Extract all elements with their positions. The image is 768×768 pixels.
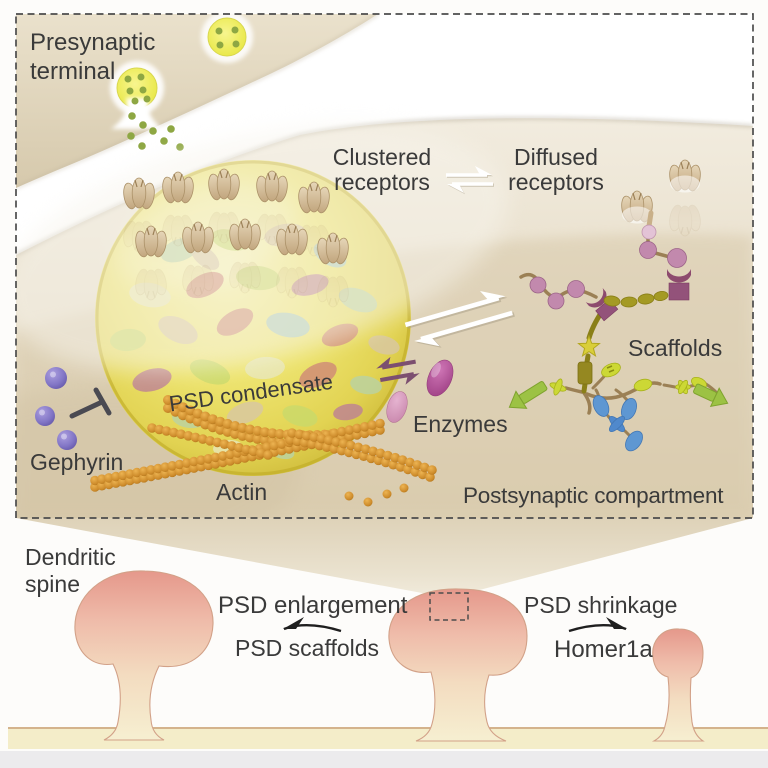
scaffolds-label: Scaffolds [628, 335, 722, 361]
main-panel: Presynaptic terminal Clustered receptors… [16, 14, 753, 518]
condensate-equilibrium-arrows-icon [404, 290, 515, 348]
receptor-equilibrium-arrows-icon [446, 166, 494, 195]
presynaptic-region [16, 14, 378, 188]
enzymes-group [386, 359, 454, 423]
spine-middle [388, 588, 528, 742]
magnification-funnel [16, 518, 753, 598]
actin-label: Actin [216, 479, 267, 505]
zoom-region-box [429, 592, 469, 621]
diffused-receptors-label-line1: Diffused [514, 144, 598, 170]
gephyrin-spheres [35, 367, 77, 450]
scaffold-flower-right [675, 379, 691, 395]
diffused-receptors-label-line2: receptors [508, 169, 604, 195]
dendritic-spines [74, 570, 705, 742]
scaffold-blue-cluster [592, 395, 643, 452]
scaffold-olive-chain [603, 291, 669, 308]
bottom-margin-strip [0, 751, 768, 768]
presynaptic-label-line1: Presynaptic [30, 29, 155, 56]
enzymes-label: Enzymes [413, 411, 508, 437]
enzyme-equilibrium-arrows-icon [376, 356, 420, 385]
scaffold-star-icon [577, 334, 601, 358]
scaffold-pdz-cylinder-1 [667, 269, 691, 301]
shrinkage-arrow-icon [568, 617, 627, 633]
synaptic-vesicle-docked [201, 14, 253, 63]
scaffold-capsules [601, 362, 707, 392]
main-panel-border [15, 13, 754, 519]
actin-filaments [90, 395, 437, 507]
psd-enlargement-label: PSD enlargement [218, 592, 408, 619]
psd-shrinkage-label: PSD shrinkage [524, 592, 677, 618]
clustered-receptors-label-line1: Clustered [333, 144, 431, 170]
presynaptic-label-line2: terminal [30, 58, 115, 85]
scaffold-olive-cylinder [577, 361, 593, 385]
postsynaptic-compartment-label: Postsynaptic compartment [463, 483, 724, 508]
dendritic-spine-label-line1: Dendritic [25, 544, 116, 570]
scaffold-arrow-right [693, 383, 729, 408]
gephyrin-label: Gephyrin [30, 449, 123, 475]
dendritic-spine-label-line2: spine [25, 571, 80, 597]
scaffold-flower-left [549, 378, 567, 396]
homer1a-label: Homer1a [554, 636, 653, 663]
scaffold-arrow-left [508, 381, 548, 409]
neurotransmitter-dots [124, 26, 240, 151]
clustered-receptors-label-line2: receptors [334, 169, 430, 195]
enlargement-arrow-icon [283, 617, 342, 633]
scaffold-bead-chain [529, 224, 687, 310]
diffused-receptors-group [619, 159, 703, 237]
spine-right [651, 628, 705, 742]
psd-scaffolds-label: PSD scaffolds [235, 635, 379, 661]
scaffold-complex [508, 210, 729, 452]
inhibition-tack-icon [69, 387, 112, 419]
spine-left [74, 570, 214, 741]
